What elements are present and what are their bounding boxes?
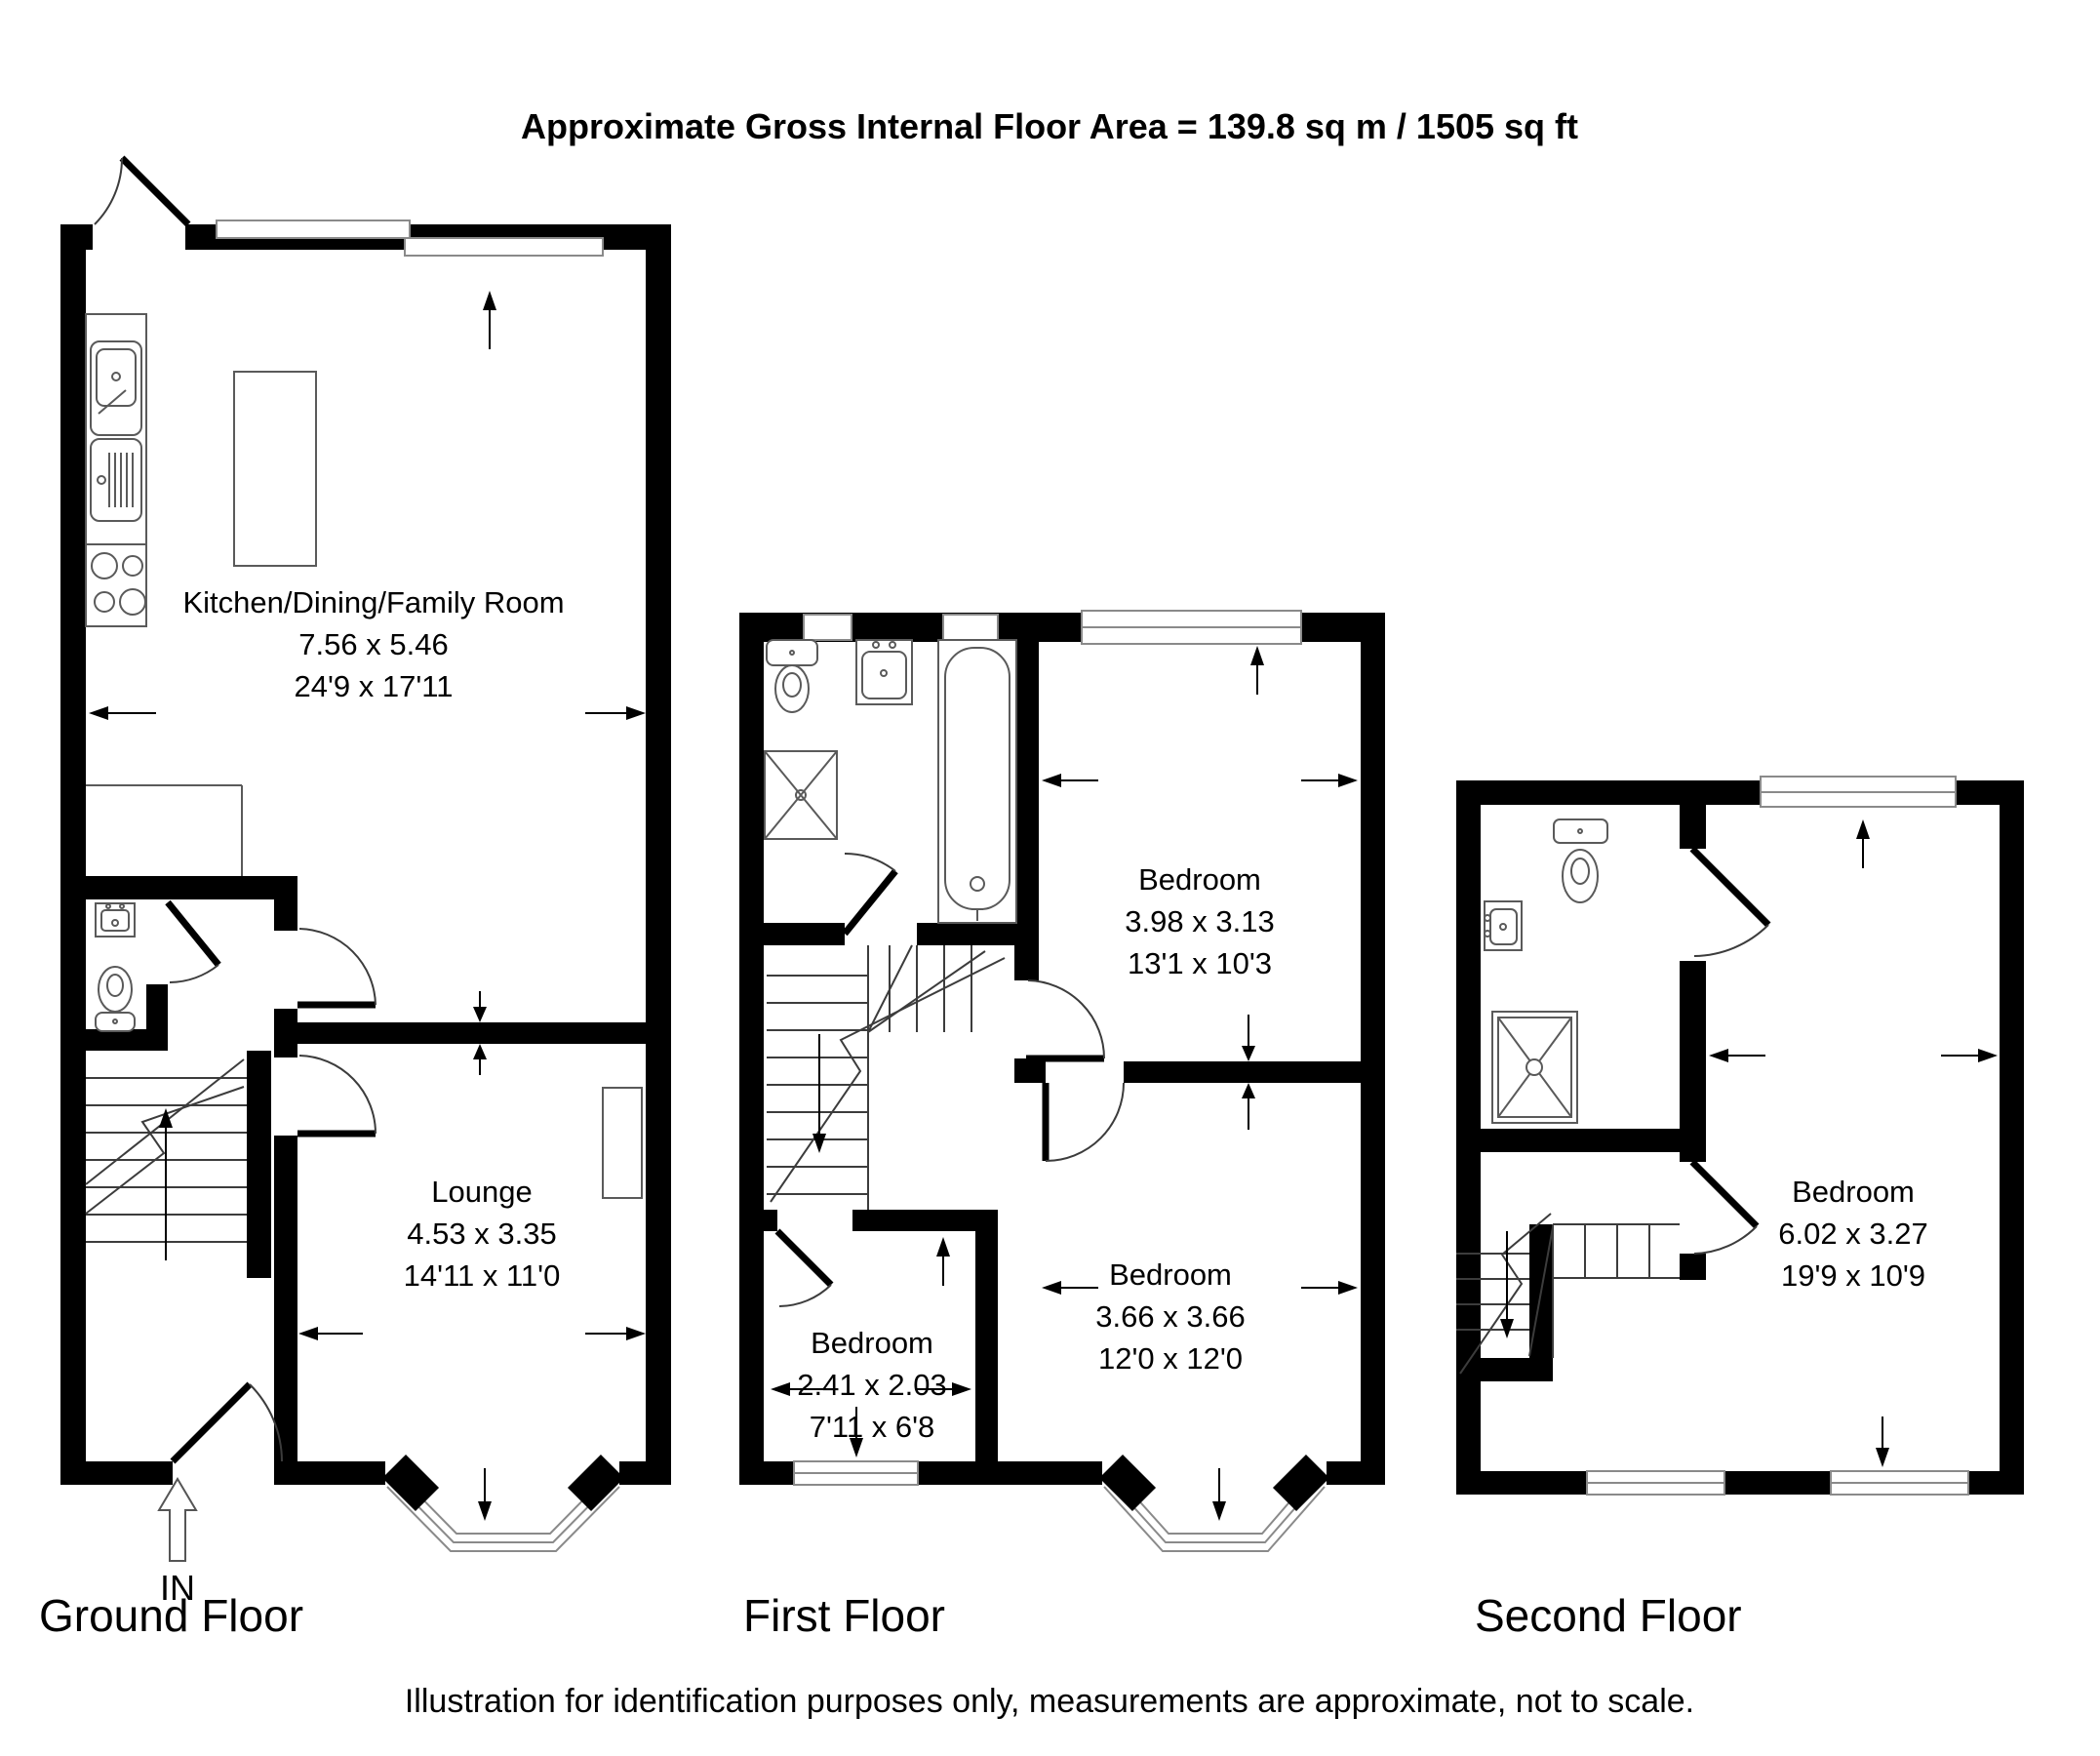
hob-icon: [85, 543, 147, 627]
bedroom1-label: Bedroom 3.98 x 3.13 13'1 x 10'3: [1125, 862, 1274, 980]
kitchen-label: Kitchen/Dining/Family Room 7.56 x 5.46 2…: [182, 585, 564, 703]
room-name: Bedroom: [811, 1326, 933, 1360]
room-size-metric: 7.56 x 5.46: [298, 627, 448, 661]
room-size-imperial: 19'9 x 10'9: [1781, 1258, 1925, 1293]
shower-room-sink-icon: [1484, 900, 1523, 951]
second-floor-title: Second Floor: [1475, 1590, 1742, 1641]
room-size-metric: 3.98 x 3.13: [1125, 904, 1274, 938]
ground-floor-dimension-arrows: [89, 291, 646, 1521]
page-title: Approximate Gross Internal Floor Area = …: [521, 106, 1578, 146]
bedroom-label: Bedroom 6.02 x 3.27 19'9 x 10'9: [1778, 1175, 1927, 1293]
room-name: Bedroom: [1109, 1257, 1232, 1292]
room-size-metric: 3.66 x 3.66: [1095, 1299, 1245, 1334]
lounge-bay-window: [381, 1454, 625, 1552]
kitchen-island: [233, 371, 317, 567]
room-name: Bedroom: [1138, 862, 1261, 897]
shower-icon: [764, 750, 838, 840]
room-size-imperial: 13'1 x 10'3: [1128, 946, 1272, 980]
second-floor-walls: [1456, 780, 2024, 1495]
entrance-label: IN: [160, 1568, 195, 1608]
bedroom3-door: [1042, 1082, 1125, 1162]
entrance-arrow-icon: [157, 1477, 198, 1562]
bedroom2-label: Bedroom 2.41 x 2.03 7'11 x 6'8: [797, 1326, 946, 1444]
room-size-metric: 4.53 x 3.35: [407, 1217, 556, 1251]
back-door: [94, 155, 191, 227]
bedroom-bay-window: [1098, 1454, 1330, 1552]
first-floor-title: First Floor: [743, 1590, 945, 1641]
wc-door: [165, 899, 221, 983]
lounge-door: [297, 1055, 376, 1137]
room-name: Kitchen/Dining/Family Room: [182, 585, 564, 619]
toilet-icon: [1553, 818, 1608, 903]
bedroom1-door: [1026, 979, 1105, 1062]
first-floor-top-windows: [803, 610, 1302, 645]
ground-floor-title: Ground Floor: [39, 1590, 303, 1641]
first-floor-dimension-arrows: [771, 646, 1358, 1521]
room-size-imperial: 12'0 x 12'0: [1098, 1341, 1243, 1376]
bedroom3-label: Bedroom 3.66 x 3.66 12'0 x 12'0: [1095, 1257, 1245, 1376]
small-bedroom-window: [793, 1460, 919, 1486]
stairs-icon: [85, 1058, 247, 1260]
kitchen-sink-icon: [90, 340, 142, 522]
bathroom-sink-icon: [855, 639, 913, 705]
kitchen-hall-door: [297, 928, 376, 1009]
front-door: [170, 1381, 283, 1464]
kitchen-window: [216, 220, 604, 257]
second-floor-top-window: [1760, 776, 1957, 808]
shower-icon: [1491, 1011, 1578, 1124]
wc-sink-icon: [95, 902, 136, 938]
lounge-label: Lounge 4.53 x 3.35 14'11 x 11'0: [404, 1175, 561, 1293]
room-name: Lounge: [431, 1175, 532, 1209]
bedroom2-door: [774, 1228, 834, 1307]
first-floor-plan: Bedroom 3.98 x 3.13 13'1 x 10'3 Bedroom …: [739, 610, 1385, 1641]
stairs-icon: [767, 944, 1006, 1210]
room-size-imperial: 24'9 x 17'11: [295, 669, 454, 703]
room-size-metric: 6.02 x 3.27: [1778, 1217, 1927, 1251]
bath-icon: [937, 639, 1017, 924]
second-floor-bottom-windows: [1586, 1470, 1969, 1496]
disclaimer: Illustration for identification purposes…: [405, 1683, 1694, 1720]
second-floor-plan: Bedroom 6.02 x 3.27 19'9 x 10'9 Second F…: [1456, 776, 2024, 1641]
ground-floor-walls: [60, 224, 671, 1485]
shower-room-door: [1689, 846, 1771, 957]
bedroom-door: [1689, 1159, 1760, 1255]
second-floor-dimension-arrows: [1709, 819, 1998, 1467]
bathroom-door: [842, 852, 898, 937]
room-size-imperial: 14'11 x 11'0: [404, 1258, 561, 1293]
toilet-icon: [766, 639, 818, 713]
ground-floor-plan: IN Kitchen/Dining/Family Room 7.56 x 5.4…: [39, 155, 671, 1641]
lounge-chimney: [602, 1087, 643, 1199]
room-size-metric: 2.41 x 2.03: [797, 1368, 946, 1402]
room-size-imperial: 7'11 x 6'8: [810, 1410, 934, 1444]
stairs-icon: [1456, 1213, 1680, 1375]
toilet-icon: [95, 966, 136, 1032]
room-name: Bedroom: [1792, 1175, 1915, 1209]
